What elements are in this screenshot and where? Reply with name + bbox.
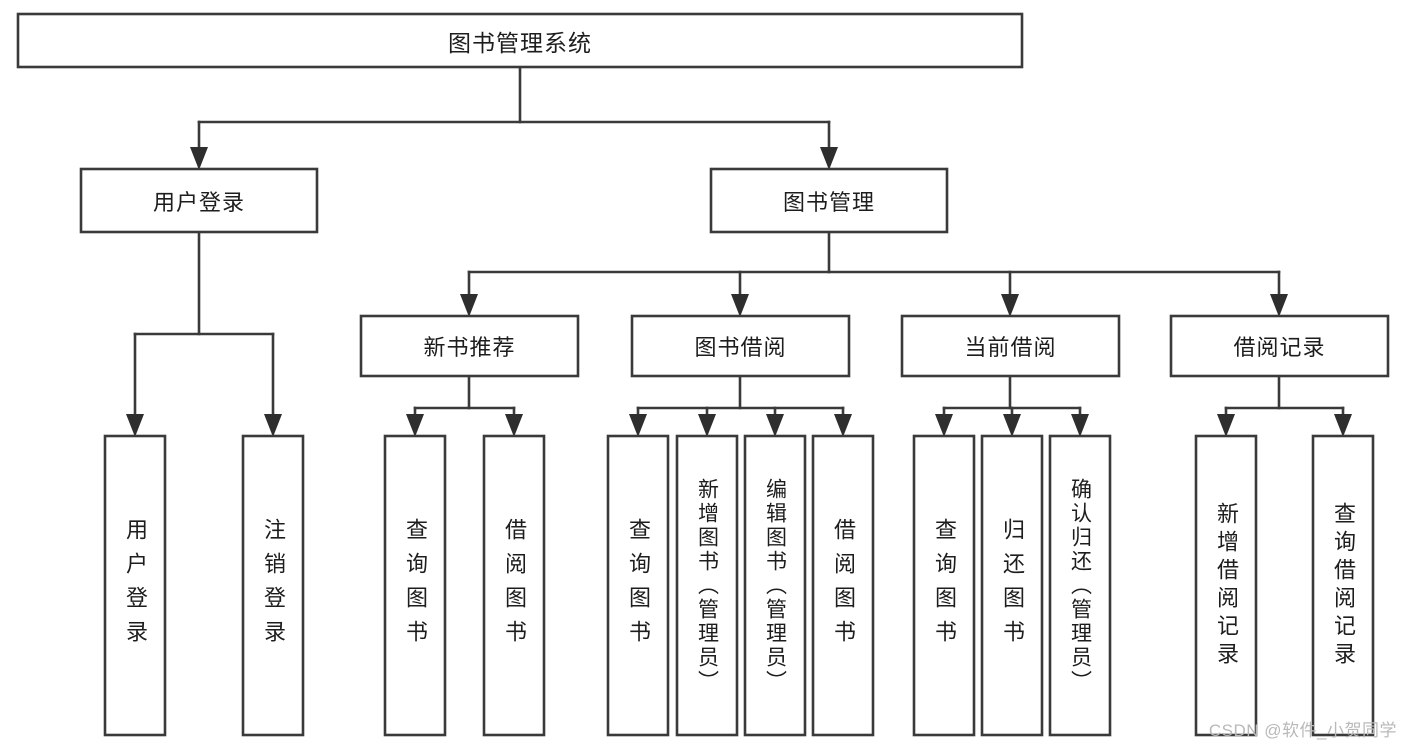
leaf-node-box[interactable] (482, 434, 546, 737)
leaf-node-box[interactable] (912, 434, 976, 737)
arrow-head-icon (126, 414, 144, 437)
arrow-head-icon (1334, 414, 1352, 437)
arrow-head-icon (1217, 414, 1235, 437)
arrow-head-icon (1003, 414, 1021, 437)
arrow-head-icon (1001, 294, 1019, 317)
connector-group (1217, 374, 1352, 437)
arrow-head-icon (820, 147, 838, 170)
level3-node-box[interactable] (1169, 314, 1390, 378)
level3-node-box[interactable] (900, 314, 1121, 378)
arrow-head-icon (190, 147, 208, 170)
arrow-head-icon (731, 294, 749, 317)
leaf-node-box[interactable] (103, 434, 167, 737)
leaf-node-box[interactable] (1048, 434, 1112, 737)
arrow-head-icon (834, 414, 852, 437)
leaf-node-box[interactable] (743, 434, 807, 737)
node-box-layer (16, 12, 1390, 737)
arrow-head-icon (505, 414, 523, 437)
arrow-head-icon (1071, 414, 1089, 437)
level2-node-box[interactable] (79, 167, 319, 234)
leaf-node-box[interactable] (241, 434, 305, 737)
connector-group (629, 374, 852, 437)
root-node-box[interactable] (16, 12, 1024, 69)
connector-group (935, 374, 1089, 437)
leaf-node-box[interactable] (675, 434, 739, 737)
leaf-node-box[interactable] (1194, 434, 1258, 737)
leaf-node-box[interactable] (606, 434, 670, 737)
leaf-node-box[interactable] (980, 434, 1044, 737)
arrow-head-icon (698, 414, 716, 437)
connector-group (406, 374, 523, 437)
leaf-node-box[interactable] (383, 434, 447, 737)
leaf-node-box[interactable] (811, 434, 875, 737)
connector-group (126, 230, 282, 437)
arrow-head-icon (766, 414, 784, 437)
leaf-node-box[interactable] (1311, 434, 1375, 737)
arrow-head-icon (1270, 294, 1288, 317)
connector-layer (126, 65, 1352, 437)
arrow-head-icon (460, 294, 478, 317)
arrow-head-icon (264, 414, 282, 437)
arrow-head-icon (935, 414, 953, 437)
arrow-head-icon (406, 414, 424, 437)
level2-node-box[interactable] (709, 167, 949, 234)
level3-node-box[interactable] (630, 314, 851, 378)
arrow-head-icon (629, 414, 647, 437)
level3-node-box[interactable] (359, 314, 580, 378)
connector-group (190, 65, 838, 170)
connector-group (460, 230, 1288, 317)
